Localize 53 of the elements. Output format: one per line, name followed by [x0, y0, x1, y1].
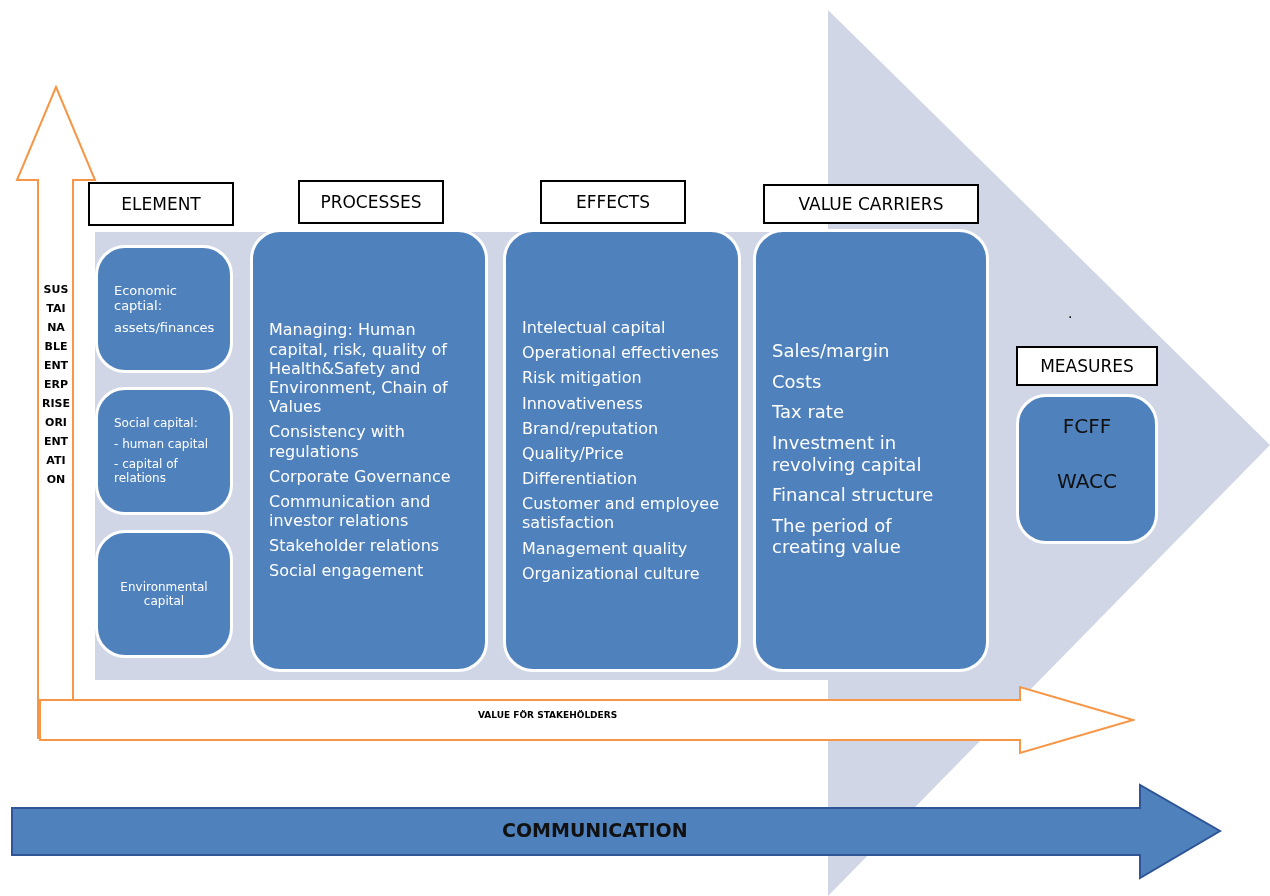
box-text: FCFF: [1061, 414, 1113, 438]
header-box: [763, 184, 979, 224]
rounded-box: [1016, 394, 1158, 544]
box-text: Social engagement: [269, 561, 425, 581]
box-text: Social capital:: [114, 416, 199, 431]
box-text: assets/finances: [114, 319, 214, 336]
box-text: Innovativeness: [522, 393, 644, 413]
arrow-label: COMMUNICATION: [502, 819, 688, 841]
box-text: Operational effectivenes: [522, 343, 720, 363]
header-text: PROCESSES: [320, 192, 422, 212]
box-text: Investment in revolving capital: [772, 431, 923, 476]
rounded-box: [250, 229, 488, 672]
arrow: [38, 685, 1135, 755]
rounded-box: [95, 530, 233, 658]
header-box: [1016, 346, 1158, 386]
box-text: Risk mitigation: [522, 368, 643, 388]
box-text: Quality/Price: [522, 443, 625, 464]
box-text: Sales/margin: [772, 340, 891, 362]
rounded-box: [95, 387, 233, 515]
note-text: .: [1068, 305, 1073, 321]
rounded-box: [753, 229, 989, 672]
box-text: Environmental capital: [119, 579, 209, 609]
header-text: MEASURES: [1040, 356, 1134, 376]
box-text: Differentiation: [522, 469, 638, 489]
box-text: Economic captial:: [114, 282, 178, 314]
box-text: - human capital: [114, 436, 210, 451]
box-text: Managing: Human capital, risk, quality of Health&Safety and Environment, Chain of Values: [269, 320, 449, 417]
arrow: [10, 783, 1222, 880]
box-text: Consistency with regulations: [269, 422, 406, 461]
header-box: [88, 182, 234, 226]
header-box: [298, 180, 444, 224]
box-text: Costs: [772, 370, 823, 393]
box-text: Stakeholder relations: [269, 536, 441, 556]
rounded-box: [95, 245, 233, 373]
header-text: ELEMENT: [121, 194, 201, 214]
box-text: Tax rate: [772, 401, 845, 423]
box-text: Management quality: [522, 538, 689, 558]
box-text: Corporate Governance: [269, 466, 452, 486]
box-text: Financal structure: [772, 484, 935, 506]
header-text: EFFECTS: [575, 192, 651, 212]
box-text: WACC: [1056, 469, 1118, 493]
box-text: Organizational culture: [522, 563, 701, 584]
box-text: - capital of relations: [114, 457, 179, 486]
rounded-box: [503, 229, 741, 672]
box-text: Communication and investor relations: [269, 491, 432, 531]
box-text: Brand/reputation: [522, 418, 660, 438]
arrow-label: VALUE FÖR STAKEHÖLDERS: [478, 710, 618, 720]
arrow-label: SUS TAI NA BLE ENT ERP RISE ORI ENT ATI ON: [41, 282, 71, 488]
box-text: The period of creating value: [772, 514, 902, 558]
header-box: [540, 180, 686, 224]
header-text: VALUE CARRIERS: [798, 194, 944, 214]
box-text: Customer and employee satisfaction: [522, 494, 720, 533]
box-text: Intelectual capital: [522, 317, 667, 338]
